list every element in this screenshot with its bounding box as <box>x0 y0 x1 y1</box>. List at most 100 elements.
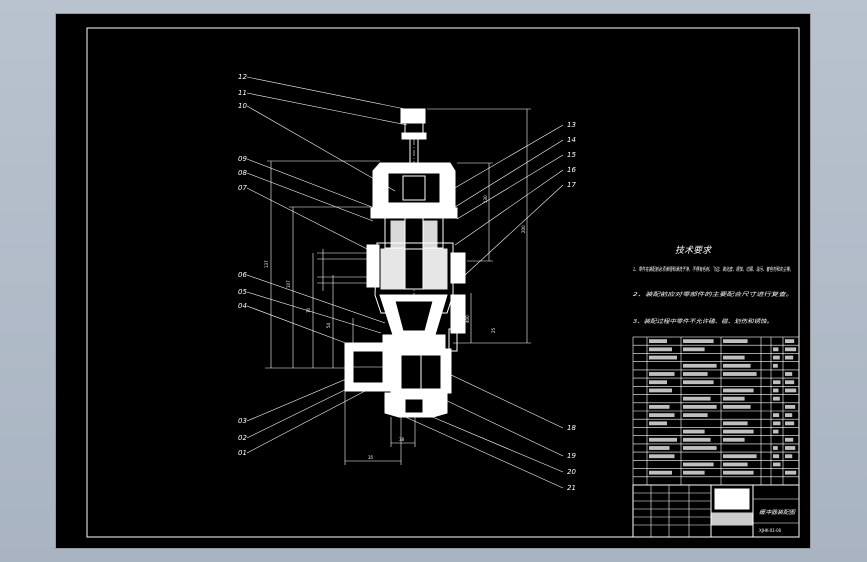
part-label-19: 19 <box>567 452 576 460</box>
dim-38: 38 <box>399 437 405 442</box>
table-cell-text <box>773 396 780 401</box>
dimension-lines: 137 107 70 54 35 38 130 200 400 25 <box>264 108 531 465</box>
table-cell-text <box>723 437 745 442</box>
part-labels: 12 11 10 09 08 07 06 05 04 03 02 01 13 1… <box>238 73 576 492</box>
title-block: 缓冲器装配图 XJHK-01-00 <box>632 484 800 538</box>
dim-200: 200 <box>521 225 526 233</box>
table-cell-text <box>649 446 670 450</box>
table-cell-text <box>785 355 794 360</box>
table-cell-text <box>683 404 717 409</box>
part-label-16: 16 <box>567 166 576 174</box>
table-cell-text <box>773 429 779 434</box>
table-cell-text <box>773 355 780 360</box>
table-cell-text <box>683 363 717 368</box>
table-cell-text <box>785 347 797 352</box>
table-cell-text <box>785 380 795 385</box>
title-block-drawing-no: XJHK-01-00 <box>759 528 782 533</box>
table-cell-text <box>649 372 675 376</box>
dim-25: 25 <box>491 327 496 333</box>
table-cell-text <box>785 339 795 344</box>
part-leaders <box>246 76 564 489</box>
table-cell-text <box>773 462 781 467</box>
part-label-21: 21 <box>567 484 576 492</box>
table-cell-text <box>773 413 780 418</box>
table-cell-text <box>649 347 672 352</box>
table-cell-text <box>649 404 670 409</box>
tech-req-line-3: 3、装配过程中零件不允许磕、碰、划伤和锈蚀。 <box>633 318 773 325</box>
table-cell-text <box>649 437 677 442</box>
part-label-09: 09 <box>238 155 247 163</box>
part-label-15: 15 <box>567 151 576 159</box>
part-label-14: 14 <box>567 136 576 144</box>
part-label-20: 20 <box>567 468 576 476</box>
table-cell-text <box>785 470 797 475</box>
assembly-section <box>317 108 466 418</box>
dim-107: 107 <box>286 280 291 288</box>
table-cell-text <box>683 372 708 376</box>
table-cell-text <box>649 470 672 475</box>
table-cell-text <box>785 454 793 459</box>
inner-border <box>86 27 800 538</box>
table-cell-text <box>785 437 794 442</box>
table-cell-text <box>683 429 705 434</box>
table-cell-text <box>649 339 667 344</box>
title-block-name: 缓冲器装配图 <box>759 509 797 516</box>
dim-130: 130 <box>483 195 488 203</box>
part-label-04: 04 <box>238 302 247 310</box>
technical-requirements: 技术要求 1、零件在装配前必须清理和清洗干净，不得有毛刺、飞边、氧化皮、锈蚀、切… <box>633 245 793 325</box>
table-cell-text <box>649 454 675 459</box>
table-cell-text <box>773 363 778 368</box>
table-cell-text <box>723 372 757 376</box>
tech-req-title: 技术要求 <box>675 245 712 256</box>
table-cell-text <box>683 347 705 352</box>
table-cell-text <box>723 421 748 426</box>
table-cell-text <box>785 372 793 376</box>
part-label-05: 05 <box>238 288 247 296</box>
table-cell-text <box>773 454 780 459</box>
table-cell-text <box>683 396 711 401</box>
part-label-03: 03 <box>238 417 247 425</box>
part-label-02: 02 <box>238 434 247 442</box>
table-cell-text <box>785 413 793 418</box>
table-cell-text <box>785 404 796 409</box>
part-label-01: 01 <box>238 449 247 457</box>
part-label-07: 07 <box>238 184 247 192</box>
tech-req-line-2: 2、装配前应对零部件的主要配合尺寸进行复查。 <box>633 291 793 298</box>
table-cell-text <box>773 347 779 352</box>
table-cell-text <box>649 388 672 393</box>
table-cell-text <box>649 421 667 426</box>
table-cell-text <box>785 421 795 426</box>
table-cell-text <box>723 396 745 401</box>
drawing-viewport[interactable]: 137 107 70 54 35 38 130 200 400 25 12 <box>55 13 811 549</box>
table-cell-text <box>683 446 717 450</box>
table-cell-text <box>723 462 748 467</box>
part-label-18: 18 <box>567 424 576 432</box>
table-cell-text <box>683 339 714 344</box>
dim-137: 137 <box>264 260 269 268</box>
table-cell-text <box>723 355 745 360</box>
table-cell-text <box>723 363 751 368</box>
table-cell-text <box>723 429 754 434</box>
parts-list-table <box>632 336 800 486</box>
table-cell-text <box>773 380 781 385</box>
table-cell-text <box>773 421 781 426</box>
part-label-08: 08 <box>238 169 247 177</box>
table-cell-text <box>683 413 708 418</box>
table-cell-text <box>683 380 714 385</box>
dim-35: 35 <box>368 455 374 460</box>
dim-70: 70 <box>306 307 311 313</box>
part-label-12: 12 <box>238 73 247 81</box>
part-label-10: 10 <box>238 102 247 110</box>
dim-54: 54 <box>326 322 331 328</box>
table-cell-text <box>723 388 754 393</box>
table-cell-text <box>683 437 711 442</box>
table-cell-text <box>723 470 754 475</box>
part-label-13: 13 <box>567 121 576 129</box>
outer-border <box>55 13 811 549</box>
part-label-11: 11 <box>238 89 247 97</box>
table-cell-text <box>773 446 778 450</box>
tech-req-line-1: 1、零件在装配前必须清理和清洗干净，不得有毛刺、飞边、氧化皮、锈蚀、切屑、油污、… <box>633 266 793 273</box>
table-cell-text <box>649 413 675 418</box>
table-cell-text <box>683 470 705 475</box>
part-label-17: 17 <box>567 181 576 189</box>
